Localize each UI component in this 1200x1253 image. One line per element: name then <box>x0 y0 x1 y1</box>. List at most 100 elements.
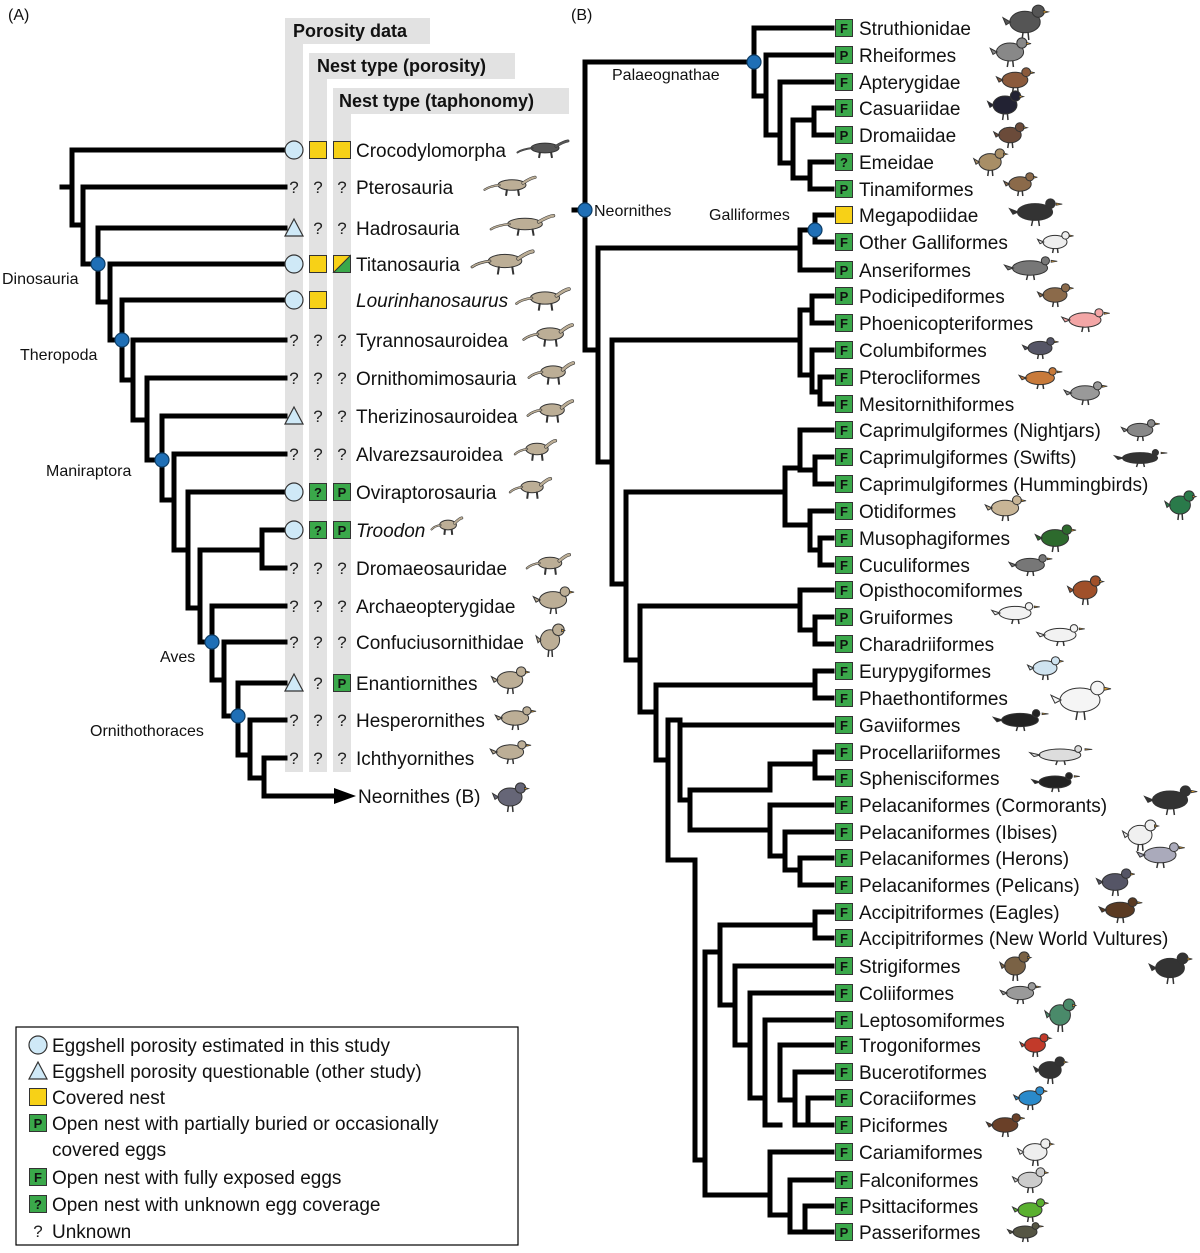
taxon-enantiornithes-nest-code: P <box>338 676 347 691</box>
taxon-tyrannosauroidea-unknown-mark: ? <box>289 331 298 350</box>
taxon-hadrosauria-porosity-triangle <box>284 217 304 237</box>
taxon-row-a: ??Hadrosauria <box>284 217 460 240</box>
taxon-titanosauria-label: Titanosauria <box>356 255 460 276</box>
ostrich-silhouette <box>1001 4 1051 41</box>
taxon-cariamiformes-open-nest-F <box>835 1143 853 1161</box>
taxon-archaeopterygidae-unknown-mark: ? <box>337 597 346 616</box>
taxon-caprimulgiformes-swifts-open-nest-F <box>835 448 853 466</box>
porosity-header-bg <box>285 18 430 44</box>
taxon-psittaciformes-nest-code: F <box>840 1199 848 1214</box>
taxon-row-a: ??Therizinosauroidea <box>284 405 518 428</box>
legend-item-text: Unknown <box>52 1222 131 1243</box>
taxon-passeriformes-nest-code: P <box>840 1225 849 1240</box>
taxon-piciformes-nest-code: F <box>840 1118 848 1133</box>
swift-silhouette <box>1112 449 1168 468</box>
sandgrouse-silhouette <box>1017 367 1063 390</box>
taxon-columbiformes-nest-code: F <box>840 343 848 358</box>
taxon-caprimulgiformes-hummingbirds-label: Caprimulgiformes (Hummingbirds) <box>859 475 1148 496</box>
taxon-procellariiformes-label: Procellariiformes <box>859 743 1000 764</box>
taxon-oviraptorosauria-open-nest-P <box>333 483 351 501</box>
taxon-piciformes-open-nest-F <box>835 1116 853 1134</box>
taxon-coraciiformes-open-nest-F <box>835 1089 853 1107</box>
taxon-dromaeosauridae-label: Dromaeosauridae <box>356 559 507 580</box>
taxon-opisthocomiformes-open-nest-F <box>835 581 853 599</box>
titanosaur-silhouette <box>470 249 535 275</box>
legend-item: Covered nest <box>29 1088 166 1109</box>
taxon-caprimulgiformes-nightjars-nest-code: F <box>840 423 848 438</box>
cuckoo-silhouette <box>1007 554 1053 577</box>
taxon-ornithomimosauria-unknown-mark: ? <box>313 369 322 388</box>
taxon-anseriformes-nest-code: P <box>840 263 849 278</box>
node-dinosauria <box>90 256 106 272</box>
taxon-pelacaniformes-herons-nest-code: F <box>840 851 848 866</box>
taxon-ichthyornithes-unknown-mark: ? <box>337 749 346 768</box>
archaeopteryx-silhouette <box>532 586 575 615</box>
vulture-silhouette <box>1148 952 1193 985</box>
penguin-silhouette <box>1030 772 1080 793</box>
kingfisher-silhouette <box>1012 1086 1048 1111</box>
legend-5-open-nest-unknown <box>29 1195 47 1213</box>
node-aves <box>204 634 220 650</box>
taxon-bucerotiformes-label: Bucerotiformes <box>859 1063 987 1084</box>
taxon-row-b: F Pelacaniformes (Herons) <box>835 849 1069 870</box>
taxon-gruiformes-nest-code: P <box>840 610 849 625</box>
taxon-bucerotiformes-open-nest-F <box>835 1063 853 1081</box>
neornithes-arrow-label: Neornithes (B) <box>358 787 481 808</box>
taxon-enantiornithes-porosity-triangle <box>284 672 304 692</box>
taxon-troodon-nest-code: P <box>338 523 347 538</box>
taxon-strigiformes-open-nest-F <box>835 957 853 975</box>
hornbill-silhouette <box>1032 1056 1069 1085</box>
owl-silhouette <box>998 951 1033 982</box>
taxon-otidiformes-open-nest-F <box>835 502 853 520</box>
taxon-pelacaniformes-herons-label: Pelacaniformes (Herons) <box>859 849 1069 870</box>
taxon-gruiformes-label: Gruiformes <box>859 608 953 629</box>
taxon-pterocliformes-open-nest-F <box>835 368 853 386</box>
taxon-tyrannosauroidea-unknown-mark: ? <box>337 331 346 350</box>
taxon-falconiformes-label: Falconiformes <box>859 1171 978 1192</box>
taxon-row-a: ???Confuciusornithidae <box>289 633 524 654</box>
taxon-casuariidae-label: Casuariidae <box>859 99 960 120</box>
taxon-archaeopterygidae-unknown-mark: ? <box>289 597 298 616</box>
taxon-apterygidae-label: Apterygidae <box>859 73 960 94</box>
taxon-hadrosauria-label: Hadrosauria <box>356 219 460 240</box>
taxon-phoenicopteriformes-label: Phoenicopteriformes <box>859 314 1033 335</box>
taxon-psittaciformes-label: Psittaciformes <box>859 1197 978 1218</box>
taxon-struthionidae-label: Struthionidae <box>859 19 971 40</box>
taxon-other-galliformes-label: Other Galliformes <box>859 233 1008 254</box>
nest-taphonomy-header-bg <box>333 88 569 114</box>
nightjar-silhouette <box>1120 419 1160 442</box>
falcon-silhouette <box>1011 1167 1049 1194</box>
tree-b-branches <box>571 25 835 1235</box>
taxon-alvarezsauroidea-unknown-mark: ? <box>289 445 298 464</box>
taxon-trogoniformes-open-nest-F <box>835 1036 853 1054</box>
taxon-leptosomiformes-nest-code: F <box>840 1013 848 1028</box>
eagle-silhouette <box>1097 897 1143 924</box>
taxon-row-a: ???Alvarezsauroidea <box>289 445 503 466</box>
node-theropoda <box>114 332 130 348</box>
therizinosaur-silhouette <box>526 399 575 423</box>
taxon-gruiformes-open-nest-P <box>835 608 853 626</box>
taxon-hadrosauria-unknown-mark: ? <box>313 219 322 238</box>
taxon-procellariiformes-open-nest-F <box>835 743 853 761</box>
legend-item-text: Eggshell porosity estimated in this stud… <box>52 1036 390 1057</box>
taxon-hesperornithes-label: Hesperornithes <box>356 711 485 732</box>
neornithes-arrowhead <box>334 788 356 804</box>
taxon-lourinhanosaurus-porosity-circle <box>284 290 304 310</box>
taxon-other-galliformes-nest-code: F <box>840 235 848 250</box>
clade-label-dinosauria: Dinosauria <box>2 271 79 288</box>
ornithomimosaur-silhouette <box>527 361 576 385</box>
